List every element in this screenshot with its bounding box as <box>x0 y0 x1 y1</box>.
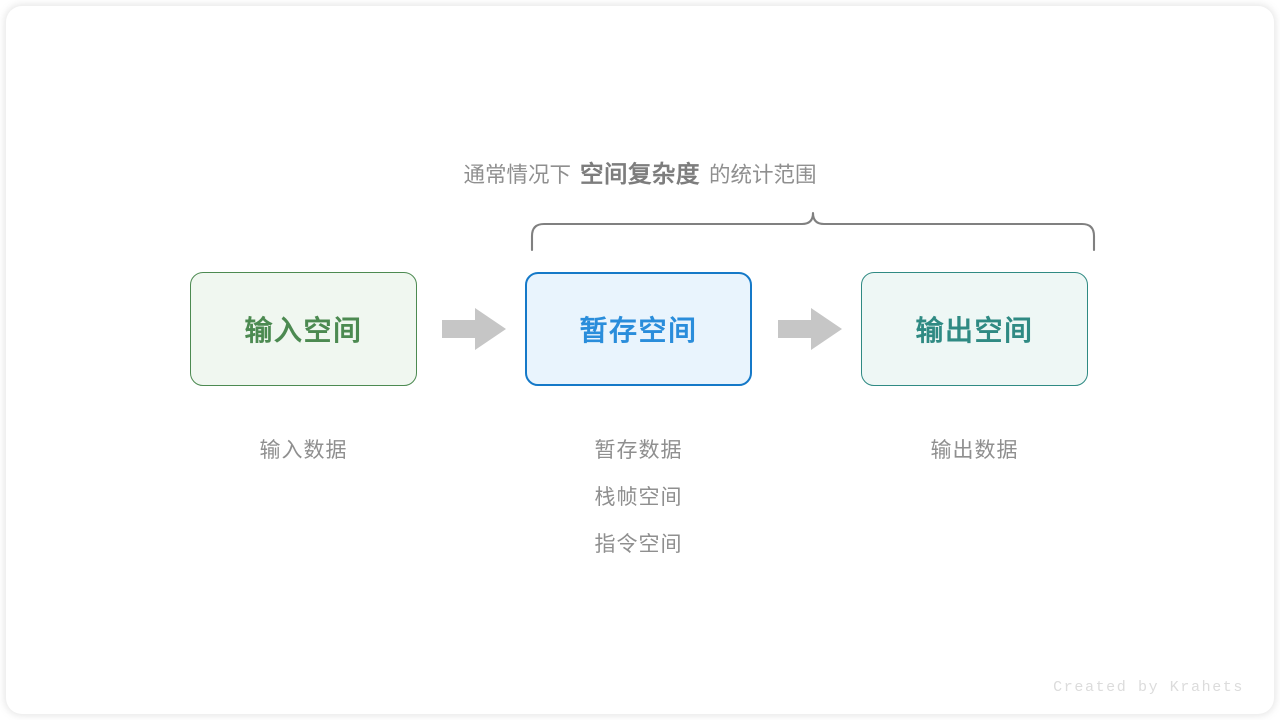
caption-column-temp: 暂存数据 栈帧空间 指令空间 <box>525 427 752 568</box>
node-output-space[interactable]: 输出空间 <box>861 272 1088 386</box>
caption-column-output: 输出数据 <box>861 427 1088 474</box>
node-temp-space[interactable]: 暂存空间 <box>525 272 752 386</box>
arrow-input-to-temp-icon <box>442 308 506 350</box>
scope-caption: 通常情况下空间复杂度的统计范围 <box>6 158 1274 191</box>
diagram-canvas: 通常情况下空间复杂度的统计范围 输入空间 暂存空间 输出空间 输入数据 暂存数据… <box>6 6 1274 714</box>
node-input-space[interactable]: 输入空间 <box>190 272 417 386</box>
caption-line: 指令空间 <box>594 533 683 556</box>
scope-caption-emphasis: 空间复杂度 <box>580 161 700 187</box>
node-temp-space-label: 暂存空间 <box>579 315 698 346</box>
caption-line: 栈帧空间 <box>594 486 683 509</box>
scope-caption-suffix: 的统计范围 <box>709 163 817 187</box>
caption-column-input: 输入数据 <box>190 427 417 474</box>
caption-line: 输出数据 <box>930 439 1019 462</box>
caption-line: 输入数据 <box>259 439 348 462</box>
arrow-temp-to-output-icon <box>778 308 842 350</box>
watermark: Created by Krahets <box>1053 679 1244 696</box>
scope-brace-icon <box>530 211 1096 252</box>
scope-caption-prefix: 通常情况下 <box>463 163 571 187</box>
caption-line: 暂存数据 <box>594 439 683 462</box>
flow-row: 输入空间 暂存空间 输出空间 <box>6 272 1274 386</box>
node-input-space-label: 输入空间 <box>244 315 363 346</box>
node-output-space-label: 输出空间 <box>915 315 1034 346</box>
